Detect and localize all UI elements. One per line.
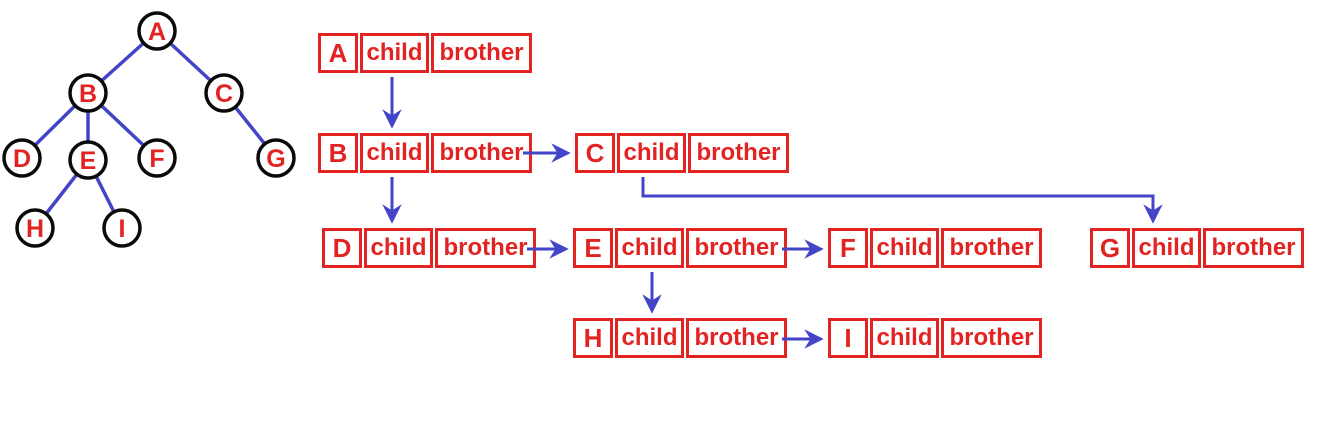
brother-pointer-cell-D: brother bbox=[435, 228, 536, 268]
node-data-cell-A: A bbox=[318, 33, 358, 73]
child-pointer-cell-F: child bbox=[870, 228, 939, 268]
child-pointer-cell-A: child bbox=[360, 33, 429, 73]
brother-pointer-cell-A: brother bbox=[431, 33, 532, 73]
child-pointer-cell-E: child bbox=[615, 228, 684, 268]
node-data-cell-I: I bbox=[828, 318, 868, 358]
node-data-cell-C: C bbox=[575, 133, 615, 173]
node-data-cell-F: F bbox=[828, 228, 868, 268]
brother-pointer-cell-F: brother bbox=[941, 228, 1042, 268]
node-data-cell-E: E bbox=[573, 228, 613, 268]
child-pointer-cell-I: child bbox=[870, 318, 939, 358]
brother-pointer-cell-E: brother bbox=[686, 228, 787, 268]
child-pointer-cell-G: child bbox=[1132, 228, 1201, 268]
brother-pointer-cell-G: brother bbox=[1203, 228, 1304, 268]
node-data-cell-G: G bbox=[1090, 228, 1130, 268]
brother-pointer-cell-C: brother bbox=[688, 133, 789, 173]
brother-pointer-cell-H: brother bbox=[686, 318, 787, 358]
child-pointer-cell-B: child bbox=[360, 133, 429, 173]
child-pointer-cell-D: child bbox=[364, 228, 433, 268]
brother-pointer-cell-B: brother bbox=[431, 133, 532, 173]
node-data-cell-H: H bbox=[573, 318, 613, 358]
child-pointer-cell-H: child bbox=[615, 318, 684, 358]
node-data-cell-D: D bbox=[322, 228, 362, 268]
node-data-cell-B: B bbox=[318, 133, 358, 173]
child-pointer-cell-C: child bbox=[617, 133, 686, 173]
brother-pointer-cell-I: brother bbox=[941, 318, 1042, 358]
